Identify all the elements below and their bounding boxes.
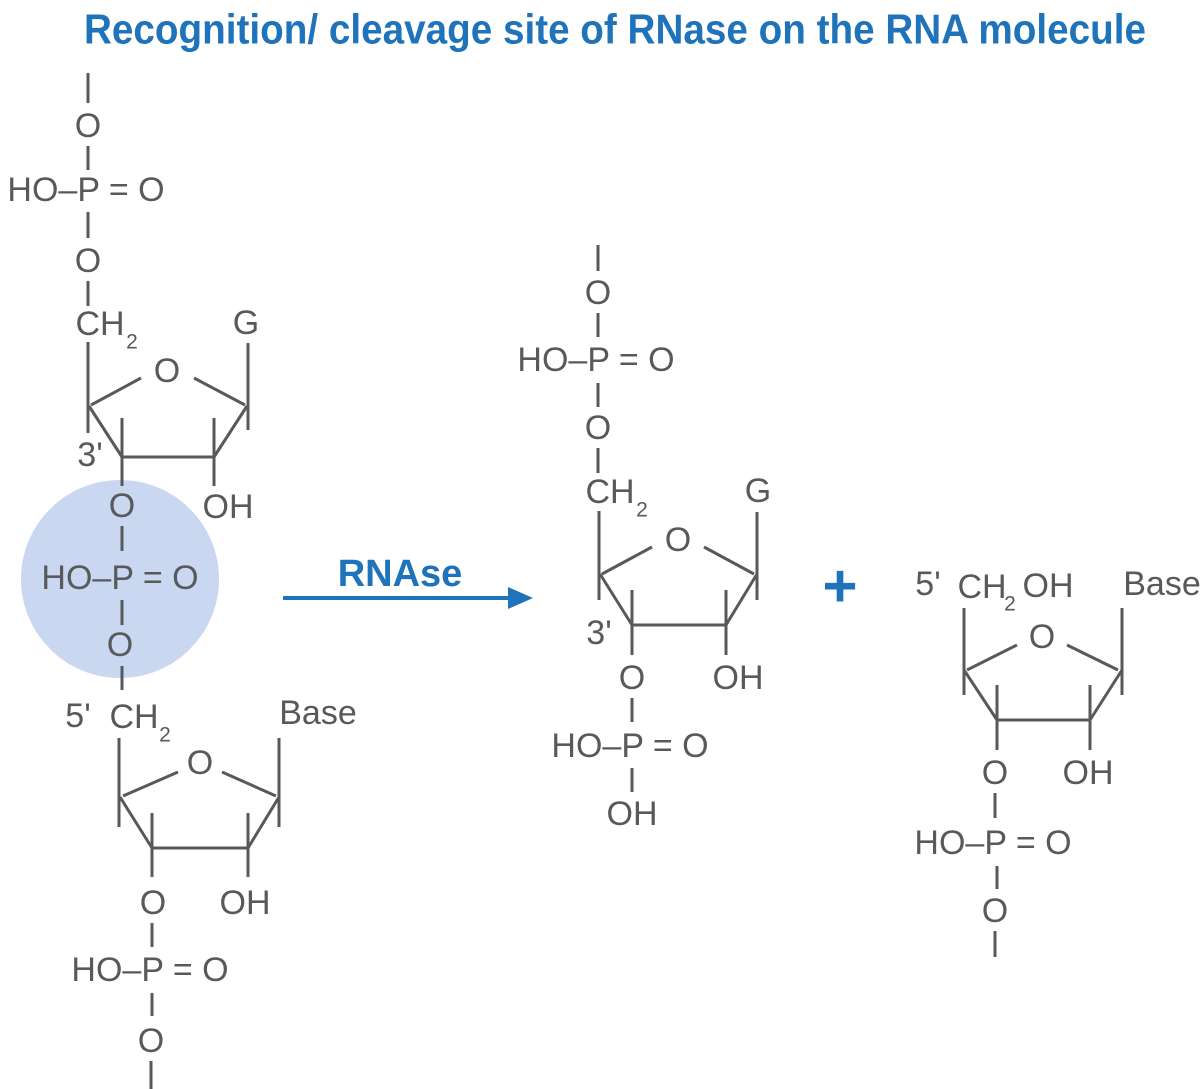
substrate-oxygen-5prime: O xyxy=(107,626,133,664)
product2-bond-lines xyxy=(962,608,1124,957)
product1-atom-labels: O HO–P = O O CH 2 G O 3' O OH HO–P = O O… xyxy=(517,274,771,833)
product1-phosphate-terminal: HO–P = O xyxy=(551,727,708,765)
cleavage-phosphate-group: HO–P = O xyxy=(41,559,198,597)
product1-bond-lines xyxy=(596,245,759,792)
substrate-ch2-bottom: CH xyxy=(109,698,158,736)
substrate-ch2-top: CH xyxy=(75,305,124,343)
substrate-oxygen-ester: O xyxy=(75,242,101,280)
product2-base-label: Base xyxy=(1123,565,1200,603)
substrate-base-label: Base xyxy=(279,694,357,732)
product1-oxygen-ester: O xyxy=(585,409,611,447)
substrate-oxygen-top: O xyxy=(75,107,101,145)
substrate-bond-lines xyxy=(86,73,281,1089)
product2-five-prime-label: 5' xyxy=(915,565,940,603)
reaction-arrow-head-icon xyxy=(508,587,533,609)
product1-guanine-label: G xyxy=(745,472,771,510)
product1-ring-oxygen: O xyxy=(665,521,691,559)
diagram-title: Recognition/ cleavage site of RNase on t… xyxy=(84,6,1146,53)
product2-atom-labels: 5' CH 2 OH Base O O OH HO–P = O O xyxy=(914,565,1200,930)
product2-ch2oh-hydroxyl: OH xyxy=(1023,567,1074,605)
substrate-phosphate-bottom: HO–P = O xyxy=(71,951,228,989)
product2-oxygen-3prime: O xyxy=(982,754,1008,792)
product1-terminal-hydroxyl: OH xyxy=(607,795,658,833)
plus-sign: + xyxy=(822,553,857,620)
substrate-three-prime-label: 3' xyxy=(77,436,102,474)
product1-ring-hydroxyl: OH xyxy=(713,659,764,697)
substrate-ring2-hydroxyl: OH xyxy=(220,884,271,922)
product1-ch2-subscript: 2 xyxy=(636,499,648,522)
substrate-ch2-top-subscript: 2 xyxy=(126,331,138,354)
product2-ch2: CH xyxy=(957,568,1006,606)
product1-oxygen-top: O xyxy=(585,274,611,312)
product2-ch2-subscript: 2 xyxy=(1004,593,1016,616)
product2-ring-hydroxyl: OH xyxy=(1063,754,1114,792)
product1-ch2: CH xyxy=(585,473,634,511)
substrate-guanine-label: G xyxy=(233,304,259,342)
product1-three-prime-label: 3' xyxy=(586,614,611,652)
product1-oxygen-3prime: O xyxy=(619,659,645,697)
cleavage-site-highlight-circle xyxy=(21,480,219,678)
product2-ring-oxygen: O xyxy=(1029,618,1055,656)
substrate-ring2-oxygen: O xyxy=(187,744,213,782)
substrate-oxygen-bottom: O xyxy=(138,1022,164,1060)
substrate-atom-labels: O HO–P = O O CH 2 G O 3' O OH HO–P = O O… xyxy=(7,107,356,1060)
substrate-ring1-hydroxyl: OH xyxy=(203,488,254,526)
reaction-group: RNAse + xyxy=(283,553,858,620)
product2-phosphate: HO–P = O xyxy=(914,824,1071,862)
product1-phosphate-top: HO–P = O xyxy=(517,341,674,379)
substrate-ch2-bottom-subscript: 2 xyxy=(159,724,171,747)
substrate-phosphate-top: HO–P = O xyxy=(7,171,164,209)
substrate-oxygen-lower: O xyxy=(140,884,166,922)
substrate-ring1-oxygen: O xyxy=(154,352,180,390)
substrate-five-prime-label: 5' xyxy=(65,697,90,735)
substrate-oxygen-3prime: O xyxy=(109,487,135,525)
product2-oxygen-bottom: O xyxy=(982,892,1008,930)
enzyme-label: RNAse xyxy=(338,553,463,595)
